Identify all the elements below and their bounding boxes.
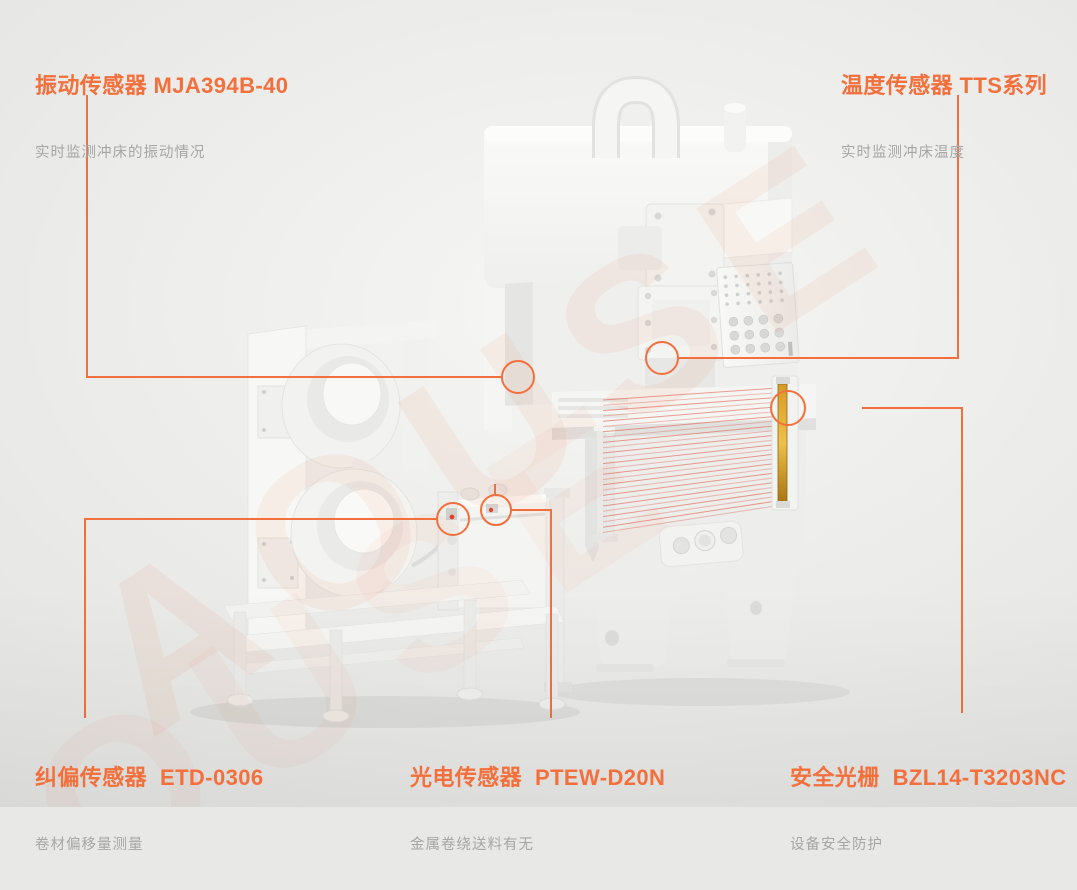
edge-sensor-mark bbox=[449, 514, 455, 520]
callout-circle-safety bbox=[770, 390, 806, 426]
callout-line-temperature bbox=[678, 95, 959, 359]
photoelectric-sensor-title: 光电传感器 PTEW-D20N bbox=[410, 765, 666, 790]
light-beam bbox=[602, 495, 779, 523]
callout-label-photoelectric: 光电传感器 PTEW-D20N 金属卷绕送料有无 bbox=[410, 724, 665, 890]
safety-light-curtain bbox=[592, 375, 799, 542]
vibration-sensor-title: 振动传感器 MJA394B-40 bbox=[35, 73, 289, 98]
scene-illustration: AOUSE AOUSE bbox=[0, 75, 963, 807]
light-beam bbox=[602, 387, 779, 401]
decoiler-shadow bbox=[190, 696, 580, 728]
curtain-emitter-bar bbox=[777, 383, 788, 503]
light-beam bbox=[602, 401, 779, 417]
press-top-cylinder bbox=[724, 106, 746, 152]
edge-correction-sensor-title: 纠偏传感器 ETD-0306 bbox=[35, 765, 264, 790]
safety-curtain-subtitle: 设备安全防护 bbox=[790, 837, 883, 853]
light-beam bbox=[602, 415, 779, 433]
light-beam bbox=[602, 396, 779, 412]
temperature-sensor-subtitle: 实时监测冲床温度 bbox=[841, 145, 965, 161]
callout-circle-temperature bbox=[645, 341, 679, 375]
light-beam bbox=[602, 392, 779, 406]
callout-line-safety bbox=[862, 407, 963, 713]
decoiler-machine bbox=[223, 320, 566, 723]
light-beam bbox=[602, 472, 779, 496]
light-beam bbox=[602, 467, 779, 491]
light-beam bbox=[602, 406, 779, 422]
lower-coil-disc bbox=[290, 468, 418, 598]
callout-label-edge-correction: 纠偏传感器 ETD-0306 卷材偏移量测量 bbox=[35, 724, 264, 890]
callout-label-safety-curtain: 安全光栅 BZL14-T3203NC 设备安全防护 bbox=[790, 724, 1067, 890]
punch-press-machine bbox=[484, 75, 816, 692]
vibration-sensor-subtitle: 实时监测冲床的振动情况 bbox=[35, 145, 206, 161]
photoelectric-sensor-mark bbox=[488, 507, 494, 513]
light-beam bbox=[602, 434, 779, 454]
light-beam bbox=[602, 439, 779, 459]
temperature-sensor-title: 温度传感器 TTS系列 bbox=[841, 73, 1048, 98]
illustration-stage: AOUSE AOUSE 振动传感器 MJA394B-40 实时监测冲床的振动情况… bbox=[0, 0, 1077, 853]
light-beam bbox=[602, 481, 779, 507]
press-shadow bbox=[550, 678, 850, 706]
light-beam bbox=[602, 462, 779, 486]
light-beam bbox=[602, 429, 779, 449]
callout-label-temperature: 温度传感器 TTS系列 实时监测冲床温度 bbox=[841, 32, 1047, 198]
light-beams bbox=[602, 387, 779, 533]
light-beam bbox=[602, 443, 779, 465]
light-beam bbox=[602, 448, 779, 470]
light-beam bbox=[602, 490, 779, 518]
callout-line-vibration bbox=[86, 95, 502, 378]
press-start-buttons bbox=[658, 520, 744, 568]
light-beam bbox=[602, 411, 779, 427]
callout-line-edge-correction bbox=[84, 518, 437, 718]
light-beam bbox=[602, 476, 779, 502]
light-beam bbox=[602, 458, 779, 480]
safety-curtain-title: 安全光栅 BZL14-T3203NC bbox=[790, 765, 1067, 790]
callout-line-photoelectric bbox=[511, 509, 552, 718]
decoiler-base-table bbox=[223, 579, 566, 723]
callout-circle-vibration bbox=[501, 360, 535, 394]
light-beam bbox=[602, 453, 779, 475]
servo-feeder bbox=[437, 483, 547, 611]
light-beam bbox=[602, 425, 779, 443]
photoelectric-sensor-subtitle: 金属卷绕送料有无 bbox=[410, 837, 534, 853]
light-beam bbox=[602, 486, 779, 512]
callout-lines bbox=[84, 95, 963, 718]
light-beam bbox=[602, 500, 779, 528]
edge-correction-sensor-subtitle: 卷材偏移量测量 bbox=[35, 837, 144, 853]
callout-circle-edge-correction bbox=[436, 502, 470, 536]
light-beam bbox=[602, 420, 779, 438]
light-beam bbox=[602, 505, 779, 533]
callout-label-vibration: 振动传感器 MJA394B-40 实时监测冲床的振动情况 bbox=[35, 32, 288, 198]
press-control-panel bbox=[716, 262, 800, 368]
